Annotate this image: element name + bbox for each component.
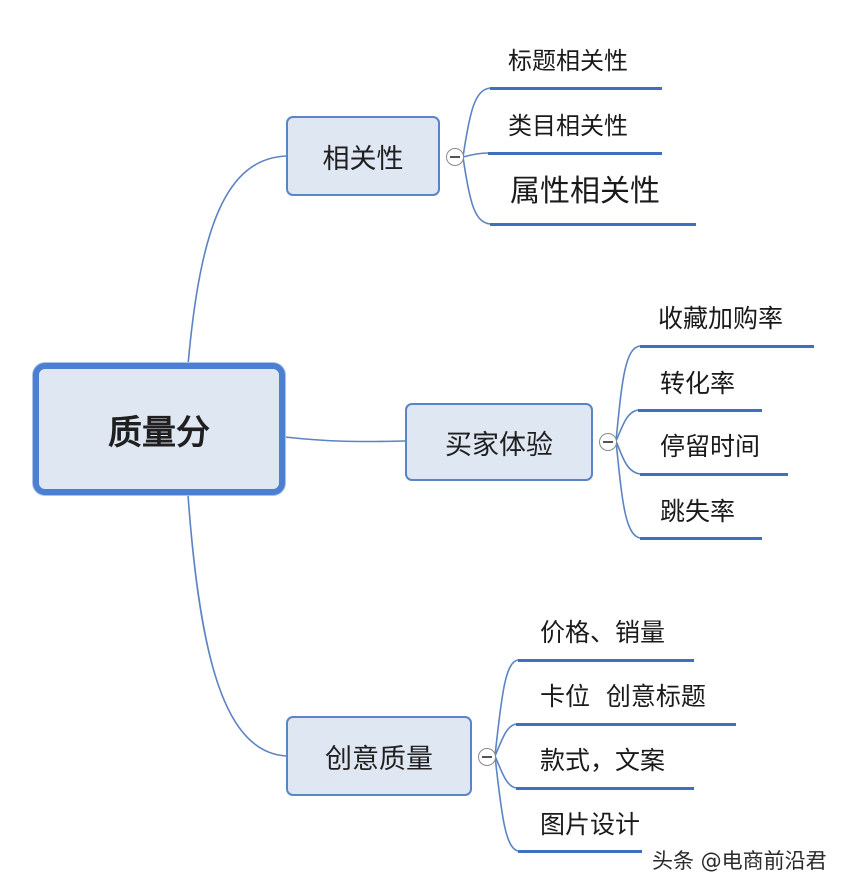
leaf-underline <box>516 723 736 726</box>
collapse-icon[interactable] <box>599 433 617 451</box>
leaf-title-relevance: 标题相关性 <box>508 47 628 75</box>
root-node[interactable]: 质量分 <box>33 363 285 495</box>
leaf-underline <box>640 473 788 476</box>
leaf-underline <box>638 409 762 412</box>
link-root-creative-quality <box>187 494 287 757</box>
leaf-underline <box>518 850 642 853</box>
branch-label: 相关性 <box>322 143 404 175</box>
branch-node-relevance[interactable]: 相关性 <box>286 116 440 196</box>
link-creative-leaf-4 <box>494 755 519 852</box>
leaf-favorite-cart-rate: 收藏加购率 <box>658 304 784 333</box>
branch-node-buyer-experience[interactable]: 买家体验 <box>405 403 593 481</box>
link-root-buyer-experience <box>284 436 406 443</box>
leaf-underline <box>490 87 662 90</box>
link-creative-leaf-3 <box>494 755 517 789</box>
leaf-category-relevance: 类目相关性 <box>508 112 628 140</box>
root-label: 质量分 <box>108 412 210 453</box>
link-relevance-leaf-2 <box>462 152 489 158</box>
leaf-style-copywriting: 款式，文案 <box>540 746 666 775</box>
branch-label: 创意质量 <box>325 743 433 775</box>
link-relevance-leaf-3 <box>462 156 491 225</box>
watermark-text: 头条 @电商前沿君 <box>652 849 827 873</box>
link-creative-leaf-1 <box>494 659 519 757</box>
collapse-icon[interactable] <box>478 748 496 766</box>
leaf-image-design: 图片设计 <box>540 810 641 839</box>
branch-node-creative-quality[interactable]: 创意质量 <box>286 716 472 796</box>
link-buyer-leaf-3 <box>615 440 641 475</box>
link-buyer-leaf-1 <box>615 345 641 442</box>
link-buyer-leaf-4 <box>615 440 641 539</box>
link-creative-leaf-2 <box>494 723 517 757</box>
leaf-conversion-rate: 转化率 <box>660 369 736 398</box>
leaf-underline <box>516 787 694 790</box>
leaf-underline <box>640 537 762 540</box>
leaf-underline <box>518 659 694 662</box>
leaf-underline <box>490 223 696 226</box>
leaf-underline <box>488 152 662 155</box>
link-root-relevance <box>187 155 288 366</box>
link-relevance-leaf-1 <box>462 87 491 158</box>
leaf-stay-time: 停留时间 <box>660 432 761 461</box>
leaf-bounce-rate: 跳失率 <box>660 497 736 526</box>
link-buyer-leaf-2 <box>615 409 639 442</box>
branch-label: 买家体验 <box>445 429 553 461</box>
leaf-position-creative-title: 卡位 创意标题 <box>540 682 706 711</box>
leaf-price-sales: 价格、销量 <box>540 618 666 647</box>
leaf-attribute-relevance: 属性相关性 <box>510 174 660 209</box>
leaf-underline <box>640 345 814 348</box>
collapse-icon[interactable] <box>446 148 464 166</box>
